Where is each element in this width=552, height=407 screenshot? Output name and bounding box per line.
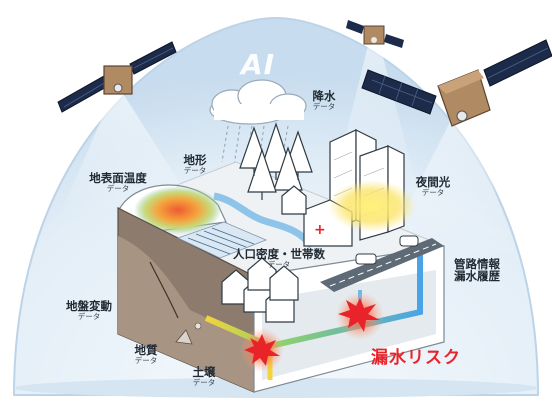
satellite-right-icon xyxy=(361,39,552,127)
rainfall-data-label: 降水 データ xyxy=(302,90,346,111)
pipe-info-label: 管路情報 漏水履歴 xyxy=(444,258,510,282)
soil-label: 土壌 xyxy=(192,365,216,379)
terrain-sublabel: データ xyxy=(183,166,207,176)
ground-movement-label: 地盤変動 xyxy=(66,299,112,313)
night-light-label: 夜間光 xyxy=(415,175,451,189)
ground-movement-data-label: 地盤変動 データ xyxy=(56,300,122,321)
soil-data-label: 土壌 データ xyxy=(182,366,226,387)
surface-temp-label: 地表面温度 xyxy=(89,171,147,185)
rainfall-sublabel: データ xyxy=(312,102,336,112)
soil-sublabel: データ xyxy=(192,378,216,388)
pipe-info-line1: 管路情報 xyxy=(454,257,500,271)
leak-burst-2-icon xyxy=(336,292,384,340)
road xyxy=(320,238,444,292)
population-label: 人口密度・世帯数 xyxy=(233,247,325,261)
ai-label: AI xyxy=(241,48,276,81)
geology-label: 地質 xyxy=(134,343,158,357)
farm-field xyxy=(176,221,268,259)
rainfall-label: 降水 xyxy=(312,89,336,103)
svg-text:+: + xyxy=(314,222,326,238)
ground-movement-sublabel: データ xyxy=(77,312,101,322)
terrain-data-label: 地形 データ xyxy=(172,154,218,175)
night-light-data-label: 夜間光 データ xyxy=(406,176,460,197)
surface-temperature-heatmap xyxy=(134,186,222,234)
satellite-right-beam xyxy=(380,118,520,260)
geology-sublabel: データ xyxy=(134,356,158,366)
geology-data-label: 地質 データ xyxy=(124,344,168,365)
houses-icon xyxy=(221,257,299,323)
satellite-left-icon xyxy=(57,41,177,113)
surface-temperature-data-label: 地表面温度 データ xyxy=(78,172,158,193)
car-icon xyxy=(355,235,419,265)
forest-icon xyxy=(239,122,313,200)
surface-temp-sublabel: データ xyxy=(106,184,130,194)
night-light-sublabel: データ xyxy=(421,188,445,198)
population-sublabel: データ xyxy=(267,260,291,270)
terrain-label: 地形 xyxy=(183,153,207,167)
leak-burst-1-icon xyxy=(240,328,284,372)
night-light-glow xyxy=(328,180,416,232)
pipe-info-line2: 漏水履歴 xyxy=(454,269,500,284)
satellite-top-icon xyxy=(346,20,404,48)
population-data-label: 人口密度・世帯数 データ xyxy=(224,248,334,269)
leak-risk-label: 漏水リスク xyxy=(371,348,461,368)
